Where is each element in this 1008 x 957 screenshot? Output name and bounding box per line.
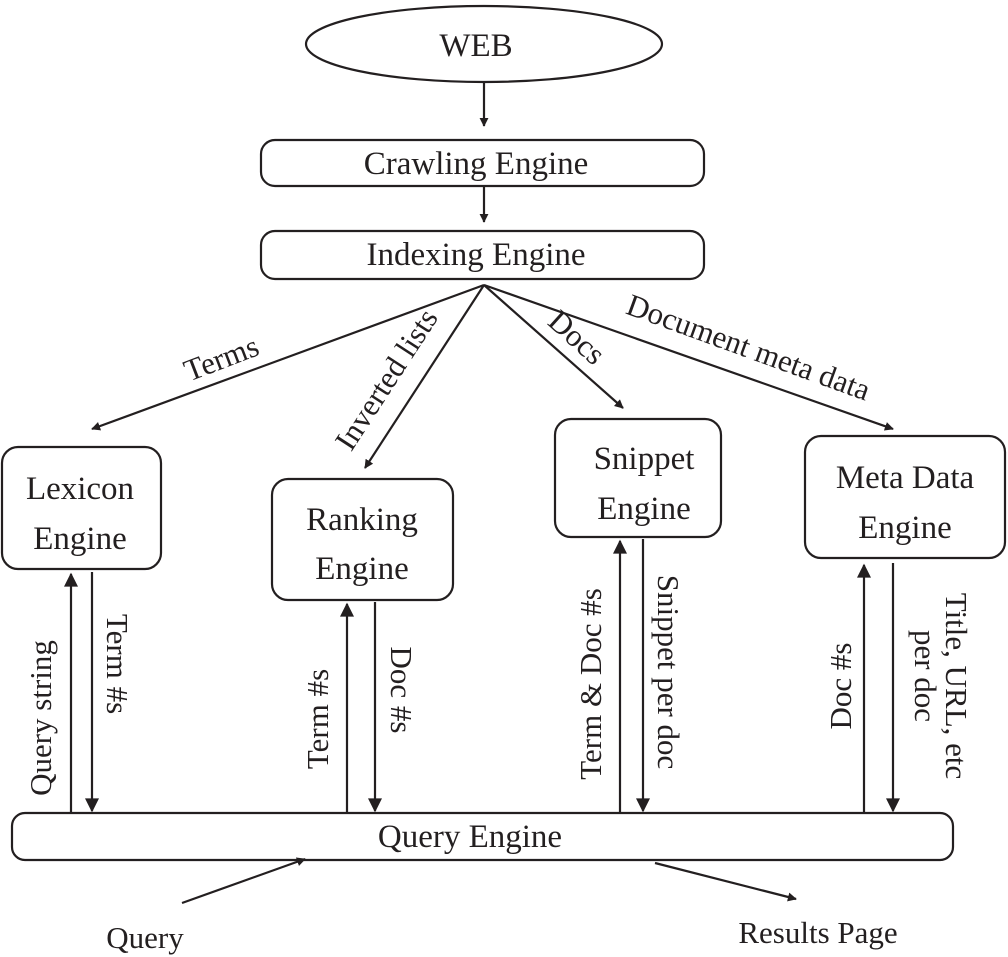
snippet-per-doc-label: Snippet per doc — [651, 575, 686, 770]
ranking-engine-label-line2: Engine — [315, 551, 408, 587]
lexicon-engine-label-line2: Engine — [33, 521, 126, 557]
web-node: WEB — [304, 4, 664, 84]
meta-doc-nums-label: Doc #s — [823, 643, 858, 730]
query-input-arrow — [181, 857, 306, 905]
crawling-engine-node: Crawling Engine — [259, 138, 706, 188]
docs-arrow — [483, 284, 624, 409]
docs-label: Docs — [542, 303, 613, 372]
ranking-engine-label-line1: Ranking — [306, 502, 418, 538]
ranking-term-nums-label: Term #s — [300, 669, 335, 769]
lexicon-engine-label-line1: Lexicon — [26, 471, 134, 507]
document-meta-data-arrow — [483, 283, 894, 431]
results-page-arrow — [654, 861, 797, 902]
crawling-engine-label: Crawling Engine — [364, 146, 589, 182]
title-url-etc-label-line2: per doc — [908, 630, 943, 722]
query-engine-node: Query Engine — [10, 811, 955, 862]
terms-label: Terms — [179, 328, 263, 388]
lexicon-engine-node: Lexicon Engine — [0, 445, 163, 571]
indexing-engine-label: Indexing Engine — [366, 237, 585, 273]
web-label: WEB — [439, 28, 512, 64]
query-string-label: Query string — [23, 640, 58, 796]
snippet-engine-label-line1: Snippet — [594, 441, 695, 477]
inverted-lists-arrow — [364, 284, 485, 469]
query-engine-label: Query Engine — [378, 819, 562, 855]
meta-data-engine-label-line1: Meta Data — [836, 460, 975, 496]
snippet-engine-label-line2: Engine — [597, 491, 690, 527]
meta-data-engine-label-line2: Engine — [858, 510, 951, 546]
meta-data-engine-node: Meta Data Engine — [803, 434, 1007, 560]
terms-arrow — [91, 283, 485, 431]
query-input-label: Query — [106, 920, 184, 955]
ranking-doc-nums-label: Doc #s — [384, 647, 419, 734]
indexing-engine-node: Indexing Engine — [259, 229, 706, 281]
results-page-label: Results Page — [738, 915, 897, 950]
inverted-lists-label: Inverted lists — [328, 302, 445, 456]
ranking-engine-node: Ranking Engine — [270, 477, 455, 602]
lexicon-term-nums-label: Term #s — [100, 614, 135, 714]
term-doc-nums-label: Term & Doc #s — [573, 588, 608, 780]
title-url-etc-label-line1: Title, URL, etc — [939, 593, 974, 780]
snippet-engine-node: Snippet Engine — [553, 417, 723, 539]
